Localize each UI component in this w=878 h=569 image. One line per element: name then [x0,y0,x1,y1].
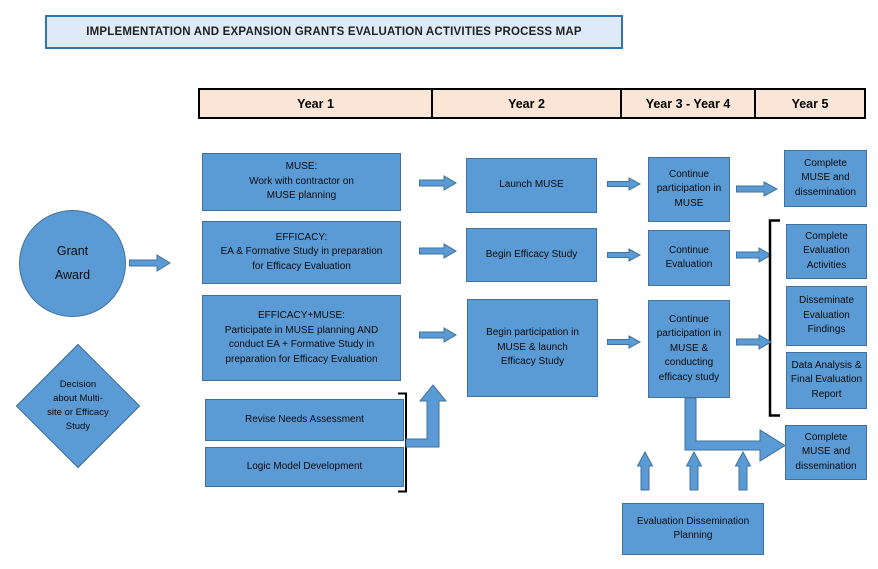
up-arrows-dissemination-planning [637,451,752,491]
node-efficacy-muse-year5: Complete MUSE and dissemination [785,425,867,480]
flow-arrow-muse-y1-y2 [419,175,457,191]
grant-award-node: Grant Award [19,210,126,317]
node-efficacy-muse-year1: EFFICACY+MUSE: Participate in MUSE plann… [202,295,401,381]
page-title: IMPLEMENTATION AND EXPANSION GRANTS EVAL… [45,15,623,49]
elbow-connector-to-complete-muse [684,398,786,462]
node-muse-year2: Launch MUSE [466,158,597,213]
decision-diamond-node: Decision about Multi- site or Efficacy S… [15,343,141,469]
column-header-year1: Year 1 [198,88,433,119]
node-efficacy-year34: Continue Evaluation [648,230,730,286]
node-efficacy-muse-year2: Begin participation in MUSE & launch Eff… [467,299,598,397]
node-muse-year5: Complete MUSE and dissemination [784,150,867,207]
flow-arrow-efficacy-muse-y34-y5 [736,334,772,350]
node-muse-year1: MUSE: Work with contractor on MUSE plann… [202,153,401,211]
flow-arrow-efficacy-y2-y34 [607,248,641,262]
flow-arrow-efficacy-muse-y2-y34 [607,335,641,349]
node-year5-data-analysis-report: Data Analysis & Final Evaluation Report [786,352,867,409]
node-efficacy-year2: Begin Efficacy Study [466,228,597,282]
flow-arrow-efficacy-muse-y1-y2 [419,327,457,343]
year5-outputs-bracket [768,219,780,417]
node-efficacy-year1: EFFICACY: EA & Formative Study in prepar… [202,221,401,284]
column-header-year2: Year 2 [431,88,622,119]
node-muse-year34: Continue participation in MUSE [648,157,730,222]
decision-diamond-label: Decision about Multi- site or Efficacy S… [47,378,109,433]
column-header-year3-4: Year 3 - Year 4 [620,88,756,119]
node-evaluation-dissemination-planning: Evaluation Dissemination Planning [622,503,764,555]
node-year5-complete-evaluation: Complete Evaluation Activities [786,224,867,279]
flow-arrow-muse-y34-y5 [736,181,778,197]
flow-arrow-muse-y2-y34 [607,177,641,191]
column-header-year5: Year 5 [754,88,866,119]
node-year5-disseminate-findings: Disseminate Evaluation Findings [786,286,867,346]
node-logic-model-development: Logic Model Development [205,447,404,487]
flow-arrow-efficacy-y1-y2 [419,243,457,259]
flow-arrow-efficacy-y34-y5 [736,247,772,263]
up-arrow-planning-to-track [405,384,447,448]
flow-arrow-grant-to-tracks [129,254,171,272]
node-efficacy-muse-year34: Continue participation in MUSE & conduct… [648,300,730,398]
node-revise-needs-assessment: Revise Needs Assessment [205,399,404,441]
